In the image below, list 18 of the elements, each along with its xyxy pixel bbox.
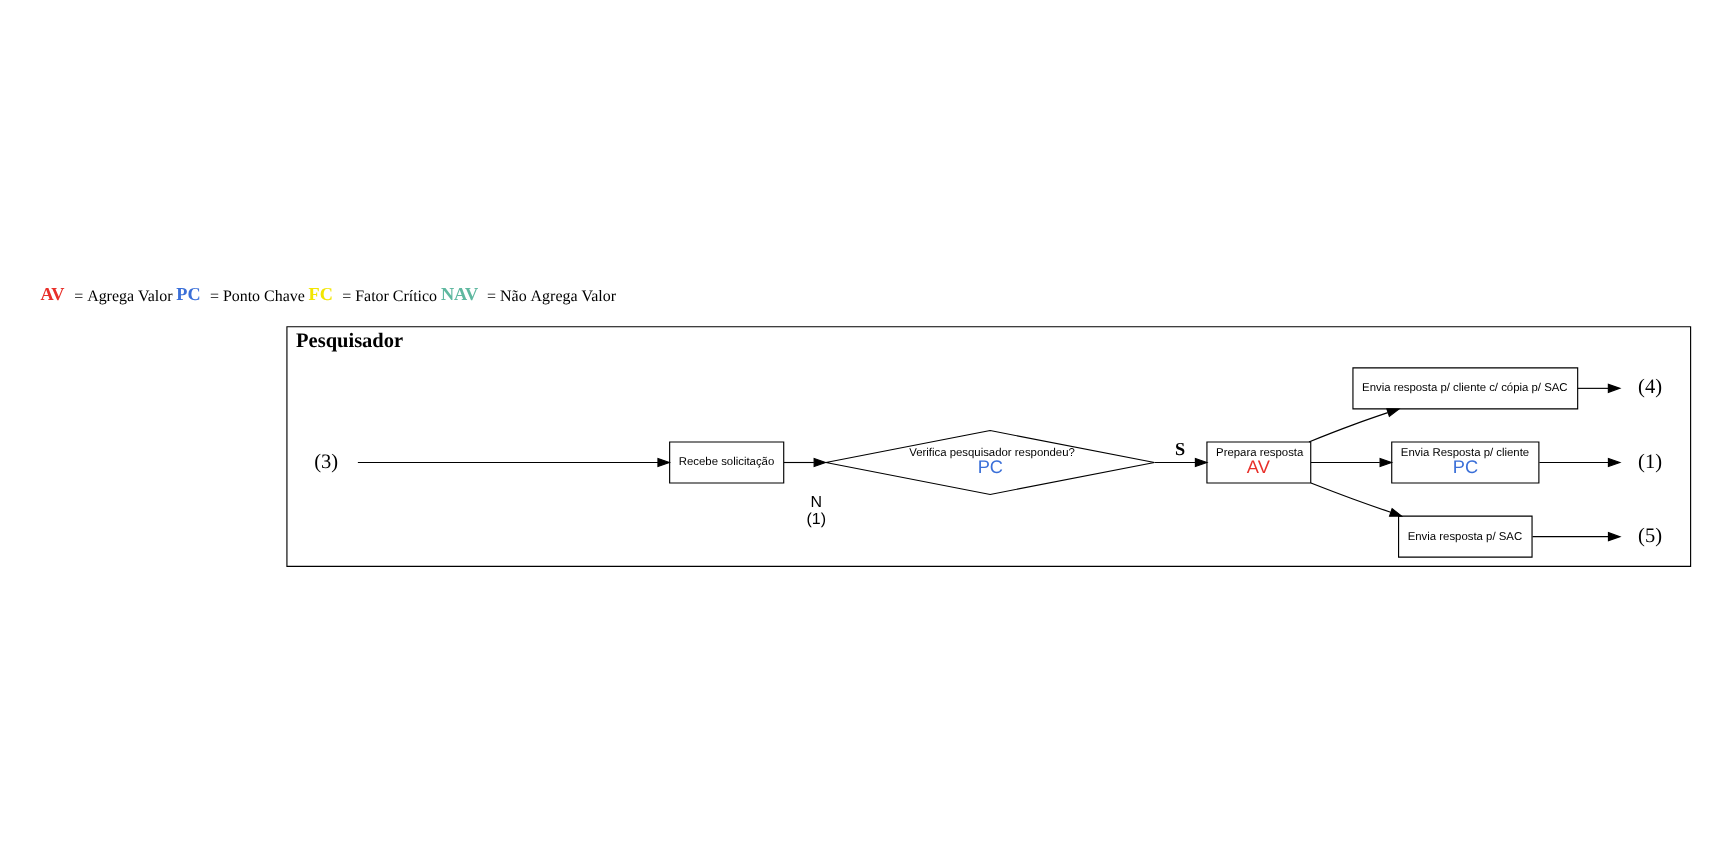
legend-label: FC = Fator Crítico: [307, 283, 437, 305]
arrow: [1307, 407, 1400, 442]
arrow: [1531, 530, 1621, 541]
legend-label: AV = Agrega Valor: [39, 283, 172, 305]
arrow: [1537, 456, 1621, 467]
legend-label: PC = Ponto Chave: [175, 283, 304, 305]
arrow: [782, 456, 827, 467]
node-text: (5): [1637, 524, 1662, 547]
arrow: [356, 456, 671, 467]
arrow: [1309, 481, 1403, 516]
edge-label: S: [1173, 438, 1185, 459]
node-text: (1): [1637, 450, 1662, 473]
arrow: [1309, 456, 1393, 467]
legend-label: NAV = Não Agrega Valor: [439, 283, 616, 305]
node-text: (3): [313, 450, 338, 473]
arrow: [1576, 382, 1621, 393]
node-text: (4): [1637, 376, 1662, 399]
arrow: [1153, 456, 1208, 467]
